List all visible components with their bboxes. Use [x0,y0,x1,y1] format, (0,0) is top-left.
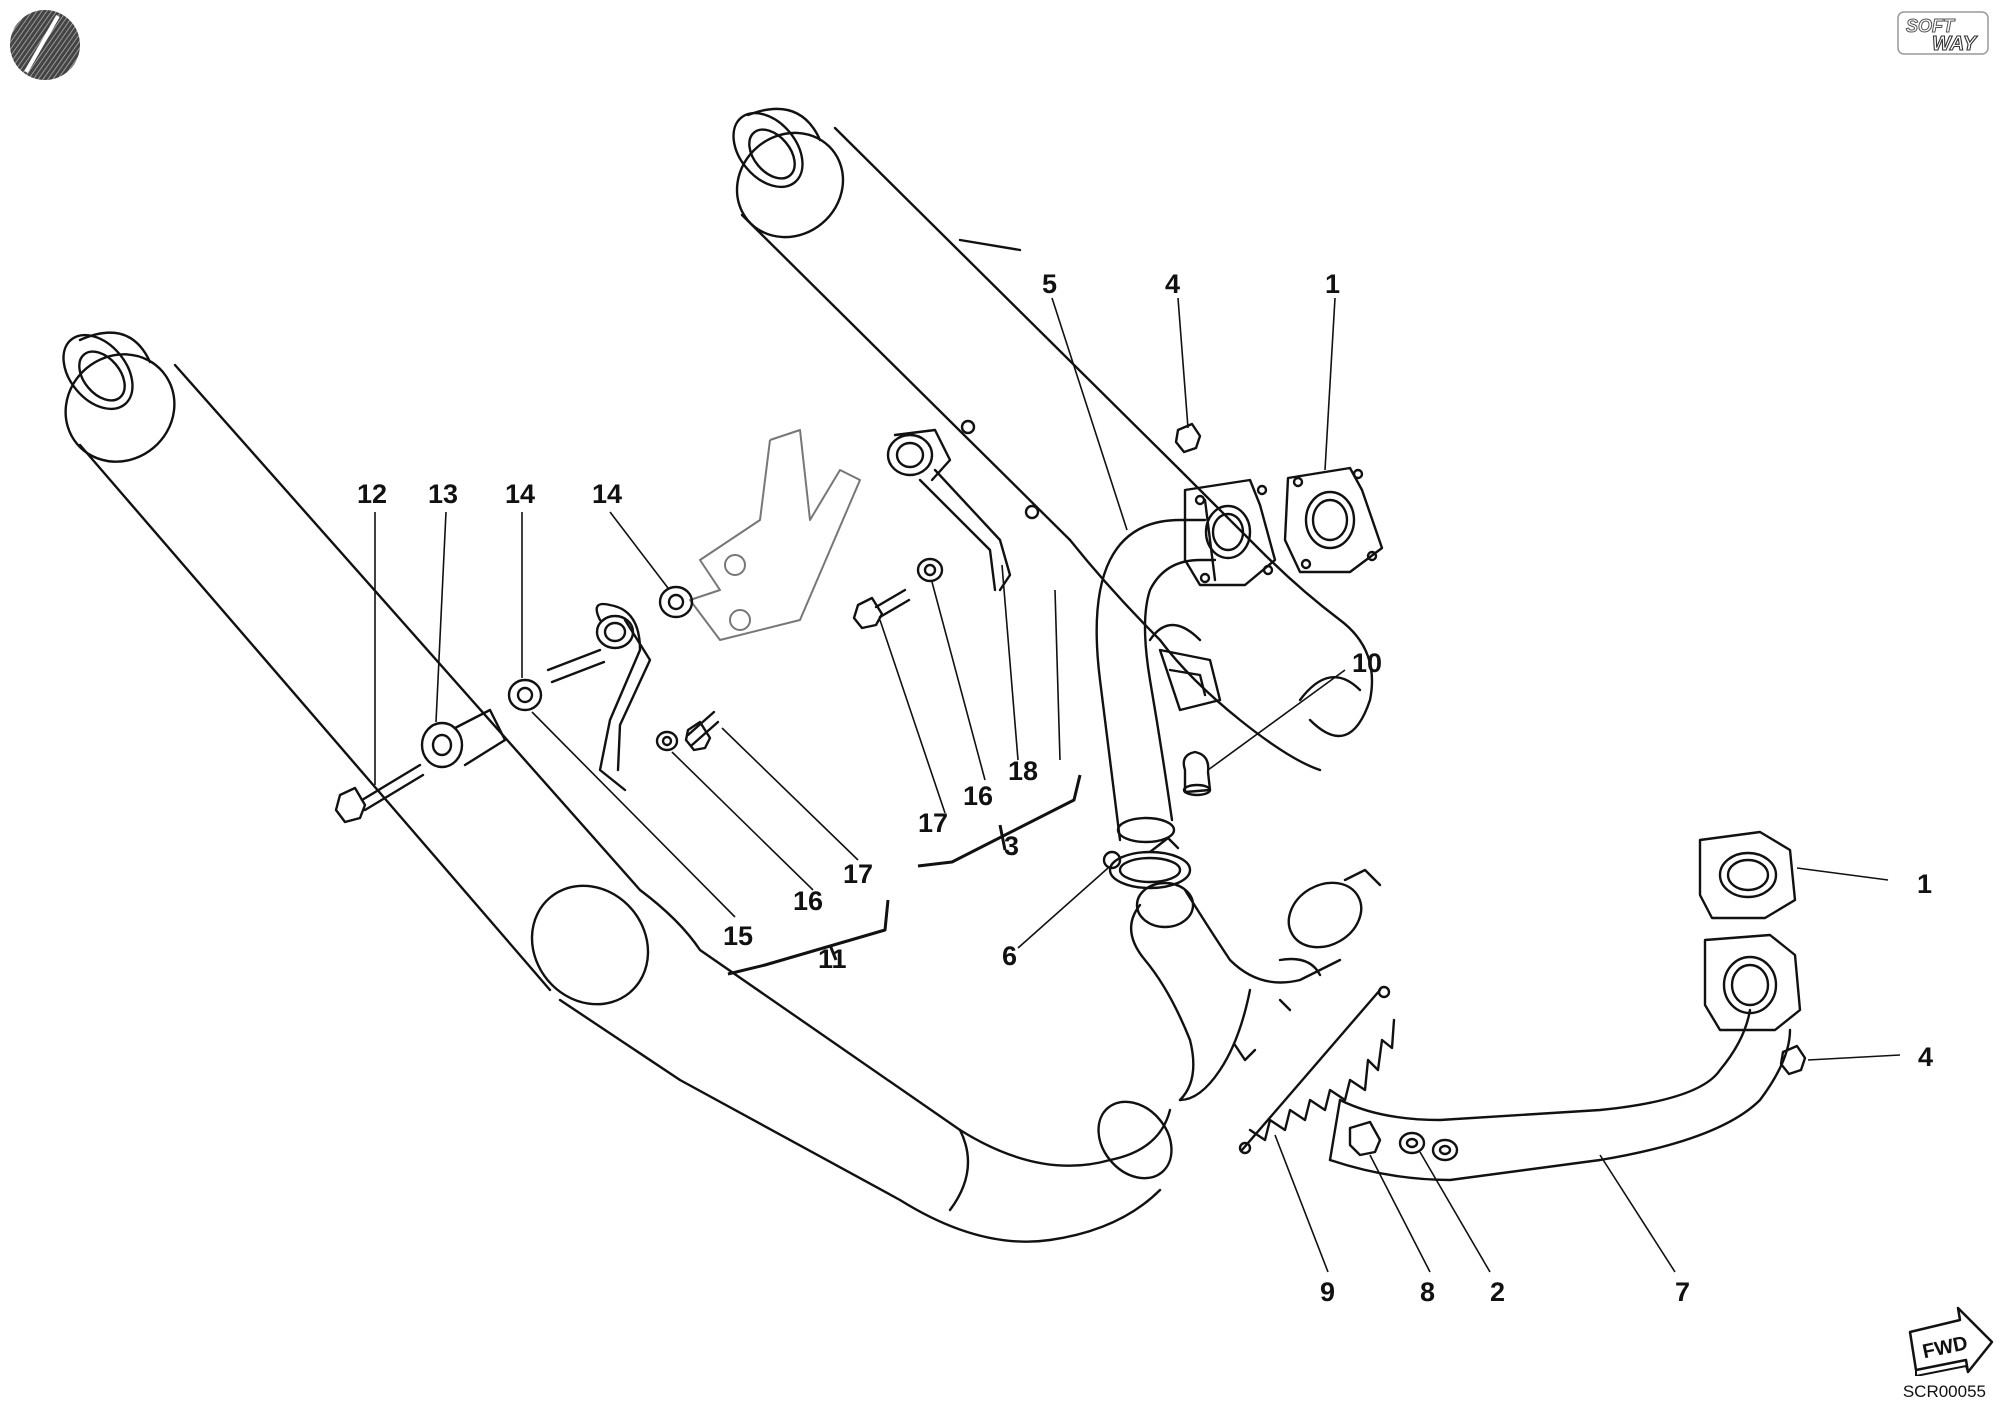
leader-lines [374,297,1901,1273]
callout-16-left: 16 [793,886,823,916]
callout-2: 2 [1490,1277,1505,1307]
callout-3: 3 [1004,831,1019,861]
spring [1238,985,1396,1155]
forward-direction-arrow: FWD [1908,1306,1994,1376]
lower-muffler [62,331,1173,1243]
callout-14-left: 14 [505,479,535,509]
callout-1-lower: 1 [1917,869,1932,899]
callout-15: 15 [723,921,753,951]
front-header-pipe [1095,498,1217,844]
callout-17-right: 17 [918,808,948,838]
upper-gasket [1283,466,1384,574]
lower-gasket [1698,830,1797,920]
callout-1-upper: 1 [1325,269,1340,299]
callout-4-upper: 4 [1165,269,1180,299]
callout-7: 7 [1675,1277,1690,1307]
rubber-buffer [1182,750,1212,797]
bracket-group-3-ext [998,824,1007,851]
y-collector [1129,881,1342,1102]
bolt-17-left [684,710,720,752]
callout-17-left: 17 [843,859,873,889]
lower-nut [1779,1044,1807,1076]
bracket-group-3 [917,774,1082,868]
bushing-13 [420,708,507,769]
upper-muffler [732,107,1374,772]
svg-text:WAY: WAY [1932,33,1978,55]
drawing-code: SCR00055 [1902,1382,1986,1401]
bracket-group-11 [727,899,890,976]
callout-6: 6 [1002,941,1017,971]
right-hanger-bracket [886,419,1040,592]
callout-11: 11 [818,944,847,974]
callout-13: 13 [428,479,458,509]
left-hanger-bracket [595,602,652,792]
callout-10: 10 [1352,648,1382,678]
grommet-14b [658,585,694,619]
callout-16-right: 16 [963,781,993,811]
washer-16-left [655,730,679,752]
callout-9: 9 [1320,1277,1335,1307]
callout-4-lower: 4 [1918,1042,1933,1072]
callout-8: 8 [1420,1277,1435,1307]
lower-flange [1703,933,1802,1032]
washer-16-right [916,557,944,583]
grommet-14a [507,678,543,712]
upper-flange [1183,478,1277,587]
spacer-rod [546,648,606,684]
callout-18: 18 [1008,756,1038,786]
upper-nut [1174,422,1202,454]
callout-14-right: 14 [592,479,622,509]
pipe-clamp [1102,836,1192,890]
svg-text:SOFT: SOFT [1906,16,1956,36]
bolt-12 [334,763,425,824]
manufacturer-logo [10,10,80,80]
callout-12: 12 [357,479,387,509]
bolt-17-right [852,588,911,630]
upper-pipe-clip [1287,868,1382,949]
frame-bracket-ghost [689,429,861,641]
softway-brand-logo: SOFT WAY [1897,11,1989,56]
rear-header-pipe [1328,1008,1792,1182]
bracket-group-11-ext [828,944,838,961]
bolt-and-washers [1348,1120,1459,1162]
upper-mounting-tab [1158,648,1222,712]
callout-5: 5 [1042,269,1057,299]
